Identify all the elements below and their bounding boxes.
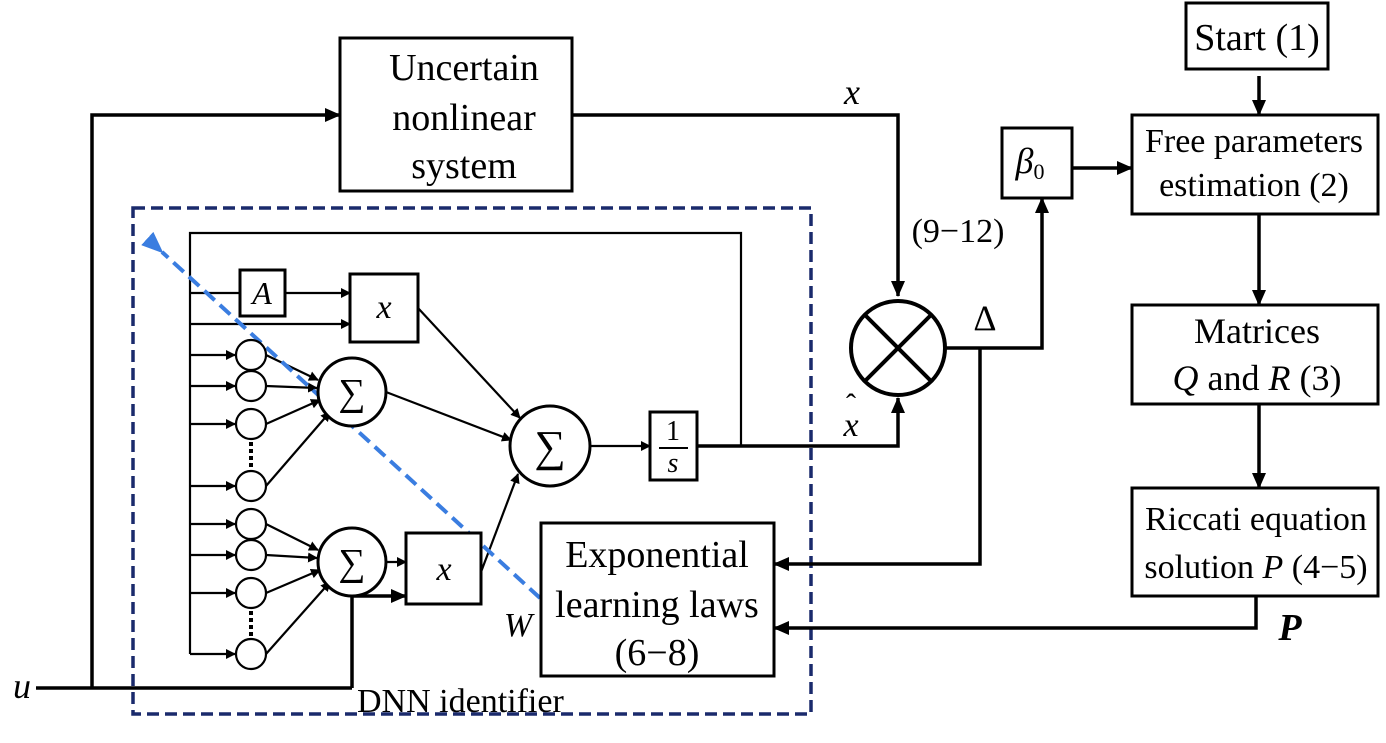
sum-lower-symbol: ∑ bbox=[338, 542, 365, 584]
free-params-label-2: estimation (2) bbox=[1159, 167, 1349, 204]
signal-wires bbox=[36, 76, 1266, 690]
state-x-label: x bbox=[843, 72, 860, 112]
xhat-label: x bbox=[842, 407, 858, 444]
dnn-identifier-region bbox=[131, 206, 813, 716]
riccati-label-2: solution P (4−5) bbox=[1144, 549, 1367, 586]
integrator-numerator: 1 bbox=[666, 416, 680, 447]
riccati-block: Riccati equation solution P (4−5) bbox=[1130, 486, 1380, 598]
comparator-node bbox=[849, 299, 947, 397]
free-params-label-1: Free parameters bbox=[1145, 123, 1363, 160]
learning-label-2: learning laws bbox=[555, 584, 759, 626]
delta-label: Δ bbox=[973, 298, 996, 338]
learning-laws-block: Exponential learning laws (6−8) bbox=[539, 521, 776, 678]
xhat-hat: ˆ bbox=[846, 388, 856, 421]
beta0-label: β0 bbox=[1015, 141, 1045, 184]
input-u-label: u bbox=[13, 666, 31, 706]
start-block: Start (1) bbox=[1184, 1, 1330, 71]
learning-label-1: Exponential bbox=[565, 534, 749, 576]
weight-w-label: W bbox=[504, 607, 535, 644]
sum-node-lower: ∑ bbox=[316, 526, 388, 598]
learning-label-3: (6−8) bbox=[615, 632, 700, 674]
p-output-label: P bbox=[1277, 607, 1302, 649]
start-label: Start (1) bbox=[1194, 17, 1320, 59]
multiplier-top-label: x bbox=[375, 289, 391, 326]
neuron-layer bbox=[234, 338, 268, 671]
matrices-block: Matrices Q and R (3) bbox=[1130, 303, 1380, 406]
plant-label-3: system bbox=[411, 145, 517, 187]
matrices-label-2: Q and R (3) bbox=[1173, 358, 1342, 398]
beta0-block: β0 bbox=[1000, 126, 1074, 200]
multiplier-bottom: x bbox=[404, 531, 483, 606]
plant-label-1: Uncertain bbox=[389, 47, 539, 89]
dnn-identifier-label: DNN identifier bbox=[357, 683, 564, 720]
sum-node-main: ∑ bbox=[508, 404, 592, 488]
integrator-block: 1 s bbox=[648, 410, 699, 482]
multiplier-bottom-label: x bbox=[435, 551, 451, 588]
riccati-label-1: Riccati equation bbox=[1145, 501, 1367, 538]
matrices-label-1: Matrices bbox=[1194, 311, 1320, 351]
sum-main-symbol: ∑ bbox=[534, 422, 565, 471]
plant-label-2: nonlinear bbox=[392, 97, 536, 139]
a-matrix-label: A bbox=[250, 275, 272, 311]
free-parameters-block: Free parameters estimation (2) bbox=[1130, 113, 1380, 216]
integrator-denominator: s bbox=[668, 448, 679, 479]
sum-upper-symbol: ∑ bbox=[338, 372, 365, 414]
plant-block: Uncertain nonlinear system bbox=[338, 36, 574, 193]
equation-ref-label: (9−12) bbox=[912, 213, 1005, 250]
sum-node-upper: ∑ bbox=[316, 356, 388, 428]
multiplier-top: x bbox=[348, 272, 420, 344]
a-matrix-block: A bbox=[238, 268, 287, 318]
